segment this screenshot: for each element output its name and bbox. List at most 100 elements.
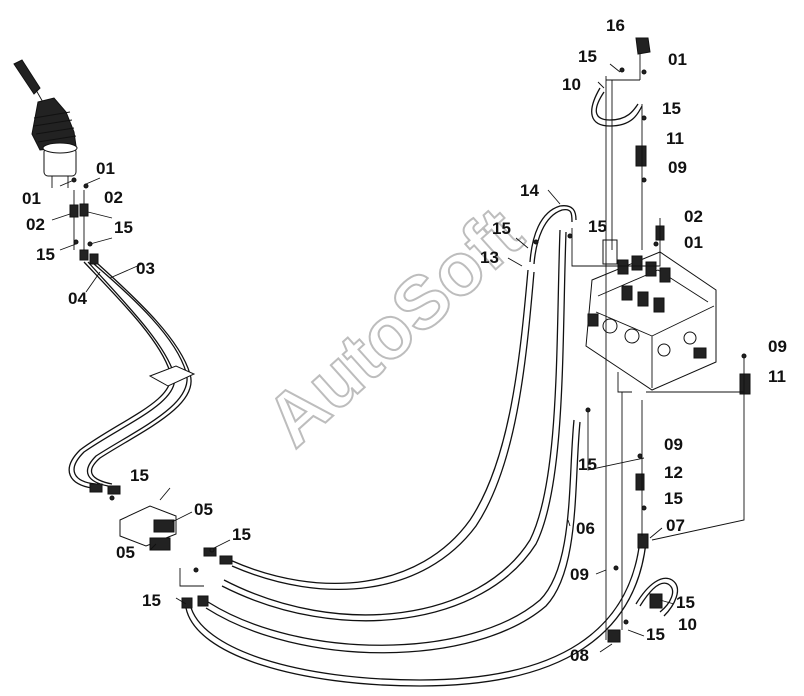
oring-17 [87,241,93,247]
callout-05: 05 [194,500,213,519]
callout-07: 07 [666,516,685,535]
callout-15: 15 [142,591,161,610]
callout-01: 01 [22,189,41,208]
callout-15: 15 [492,219,511,238]
callout-11: 11 [768,367,786,386]
hose-10-bottom-b [635,577,679,617]
callout-01: 01 [668,50,687,69]
fitting-16 [635,37,651,55]
oring-18 [109,495,115,501]
control-valve-block [585,239,717,393]
pipe-line-right [651,356,745,541]
oring-12 [613,565,619,571]
fitting-11-top [635,145,647,167]
oring-1 [619,67,625,73]
hose-14-long-a [223,229,561,616]
oring-7 [533,239,539,245]
callout-09: 09 [664,435,683,454]
valve-spool-7 [653,297,665,313]
hose-06-b [205,421,581,654]
fitting-12 [635,473,645,491]
hose-06-a [207,419,575,646]
leaders-top [507,63,621,267]
callout-02: 02 [104,188,123,207]
callout-10: 10 [678,615,697,634]
joystick-boot-folds [33,111,77,143]
hose-13-a [229,269,529,584]
callout-16: 16 [606,16,625,35]
hose-end-bottom-2 [197,595,209,607]
joystick-valve-top [42,142,78,154]
leaders-bottom-left [149,487,231,605]
oring-10 [637,453,643,459]
oring-19 [209,547,215,553]
hose-07-b [185,541,647,687]
callout-15: 15 [662,99,681,118]
joystick-handle-grip [13,59,41,95]
hose-14-a [529,205,577,263]
leader-box-top [571,218,661,267]
valve-spool-5 [621,285,633,301]
oring-13 [623,619,629,625]
callout-09: 09 [570,565,589,584]
callout-15: 15 [36,245,55,264]
oring-14 [71,177,77,183]
leaders-left [51,177,143,293]
callout-15: 15 [578,455,597,474]
fitting-07 [637,533,649,549]
hose-03-a [86,263,188,487]
callout-labels: 16 15 01 10 15 11 09 14 15 15 02 01 13 0… [22,16,787,665]
hose-04-a [68,261,172,489]
callout-01: 01 [96,159,115,178]
valve-spool-3 [645,261,657,277]
callout-02: 02 [26,215,45,234]
callout-15: 15 [578,47,597,66]
valve-bottom-port [617,372,632,393]
callout-05: 05 [116,543,135,562]
fitting-10-bottom [649,593,663,609]
hose-10-top-b [591,87,643,127]
valve-port-b [624,328,640,344]
valve-spool-2 [631,255,643,271]
valve-spool-4 [659,267,671,283]
callout-13: 13 [480,248,499,267]
joystick-port-lines [73,190,85,250]
oring-9 [585,407,591,413]
oring-20 [193,567,199,573]
fitting-05-lower [149,537,171,551]
bracket-assembly [89,365,233,609]
callout-04: 04 [68,289,87,308]
hose-end-left-1 [89,483,103,493]
valve-right-fitting [693,347,707,359]
joystick-boot [31,97,77,151]
valve-spool-6 [637,291,649,307]
callout-08: 08 [570,646,589,665]
callout-14: 14 [520,181,539,200]
oring-16 [73,239,79,245]
fitting-02-left [69,204,79,218]
mounting-bracket [119,505,177,547]
valve-port-d [683,331,697,345]
callout-15: 15 [646,625,665,644]
oring-11 [641,505,647,511]
callout-09: 09 [668,158,687,177]
fitting-02-right [79,203,89,217]
callout-01: 01 [684,233,703,252]
valve-side-fitting [587,313,599,327]
oring-5 [653,241,659,247]
valve-port-c [657,343,671,357]
oring-6 [567,233,573,239]
hose-04-b [73,261,176,485]
joystick-assembly [13,59,99,265]
callout-15: 15 [664,489,683,508]
hose-end-right-1 [203,547,217,557]
hose-10-top-a [595,91,639,121]
leader-16 [606,54,641,81]
hose-end-03 [89,253,99,265]
hose-10-bottom-a [639,582,674,613]
hose-13-b [231,271,535,590]
fitting-08 [607,629,621,643]
callout-15: 15 [130,466,149,485]
fitting-05-upper [153,519,175,533]
